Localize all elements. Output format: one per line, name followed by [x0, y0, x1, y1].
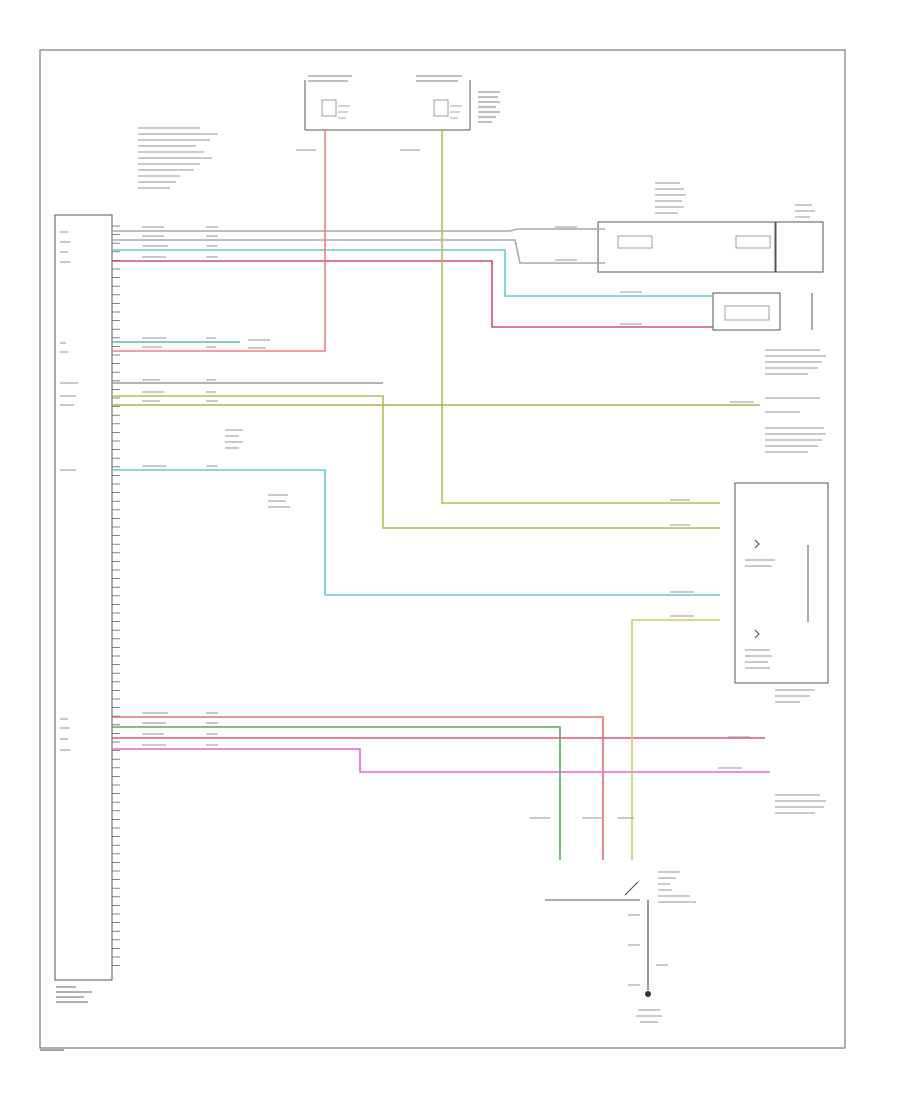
clockspring-assembly [597, 182, 824, 273]
ground-icon [628, 900, 668, 1023]
wire-dk-grn-yel [112, 395, 720, 529]
wire-wht-red-1 [112, 228, 605, 232]
wire-labels [60, 149, 754, 819]
safety-belt-switch [545, 871, 696, 903]
wire-lt-blu-red [112, 249, 713, 297]
wire-brn-yel-2 [631, 619, 720, 860]
seatbelt-pretensioner-module [734, 482, 829, 703]
passenger-airbag-module [712, 292, 826, 375]
note-block [138, 127, 218, 189]
wire-wht-red-2 [112, 239, 605, 264]
wire-yel-vertical [441, 130, 720, 504]
wire-pnk-blk [112, 260, 713, 328]
wires [112, 130, 770, 860]
wire-vio-pnk [112, 748, 770, 773]
wire-red-wht [112, 130, 326, 352]
restraint-control-module [54, 214, 113, 981]
diagram-frame [39, 49, 846, 1049]
wire-lt-blu-wht [112, 469, 720, 596]
buckle-switch-caption [775, 794, 826, 814]
wire-lt-grn-blk [112, 726, 561, 860]
fuse-box-top [304, 75, 500, 131]
occupant-classification-caption [765, 397, 826, 453]
wire-dk-grn-org [112, 716, 604, 860]
module-caption [56, 986, 92, 1003]
module-pin-ticks [112, 225, 120, 966]
